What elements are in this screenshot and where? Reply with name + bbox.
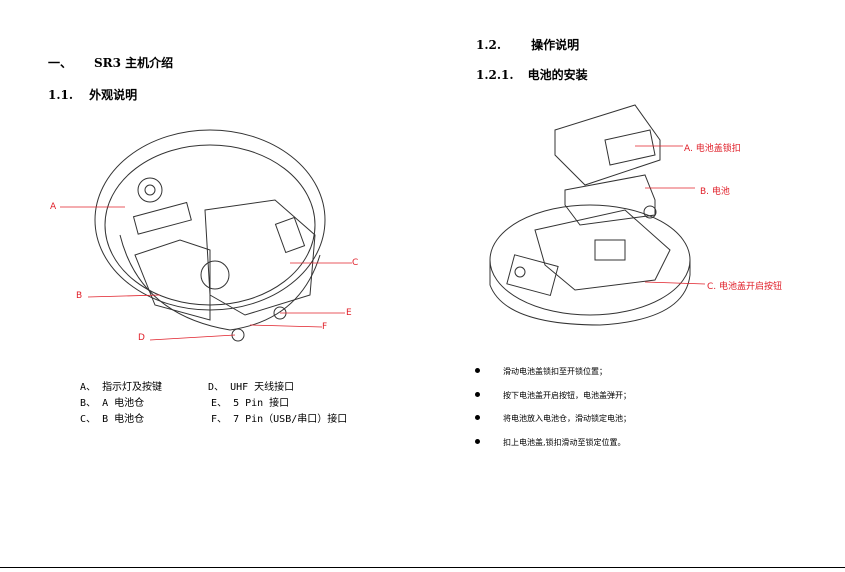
bullet-icon	[475, 368, 480, 373]
caption-a: A、 指示灯及按键	[80, 382, 163, 393]
callout-battery-cover-latch: A. 电池盖锁扣	[684, 144, 741, 154]
callout-e: E	[346, 308, 352, 318]
bullet-icon	[475, 392, 480, 397]
bullet-icon	[475, 415, 480, 420]
bullet-icon	[475, 439, 480, 444]
callout-battery: B. 电池	[700, 187, 730, 197]
step-4: 扣上电池盖,锁扣滑动至锁定位置。	[503, 438, 626, 447]
callout-d: D	[138, 333, 145, 343]
callout-c: C	[352, 258, 359, 268]
subsection-heading: 1.1. 外观说明	[48, 86, 137, 103]
step-2: 按下电池盖开启按钮，电池盖弹开；	[503, 391, 631, 400]
callout-b: B	[76, 291, 83, 301]
device-bottom-illustration	[60, 129, 352, 342]
callout-a: A	[50, 202, 57, 212]
subsubsection-heading: 1.2.1.电池的安装	[476, 68, 588, 82]
callout-cover-release-button: C. 电池盖开启按钮	[707, 282, 783, 292]
subsection-title: 外观说明	[89, 88, 138, 102]
caption-f: F、 7 Pin（USB/串口）接口	[211, 414, 348, 425]
section-number: 一、	[48, 56, 73, 70]
section-title: SR3 主机介绍	[94, 56, 174, 70]
step-1: 滑动电池盖锁扣至开锁位置；	[503, 367, 607, 376]
step-3: 将电池放入电池仓，滑动锁定电池；	[503, 414, 631, 423]
caption-b: B、 A 电池仓	[80, 398, 145, 409]
section-heading: 一、 SR3 主机介绍	[48, 54, 173, 71]
caption-e: E、 5 Pin 接口	[211, 398, 290, 409]
caption-d: D、 UHF 天线接口	[208, 382, 295, 393]
page-bottom-rule	[0, 567, 845, 568]
subsection-number: 1.1.	[48, 88, 74, 102]
callout-f: F	[322, 322, 328, 332]
subsection-heading-right: 1.2.操作说明	[476, 38, 580, 52]
battery-install-illustration	[489, 104, 706, 326]
caption-c: C、 B 电池仓	[80, 414, 145, 425]
